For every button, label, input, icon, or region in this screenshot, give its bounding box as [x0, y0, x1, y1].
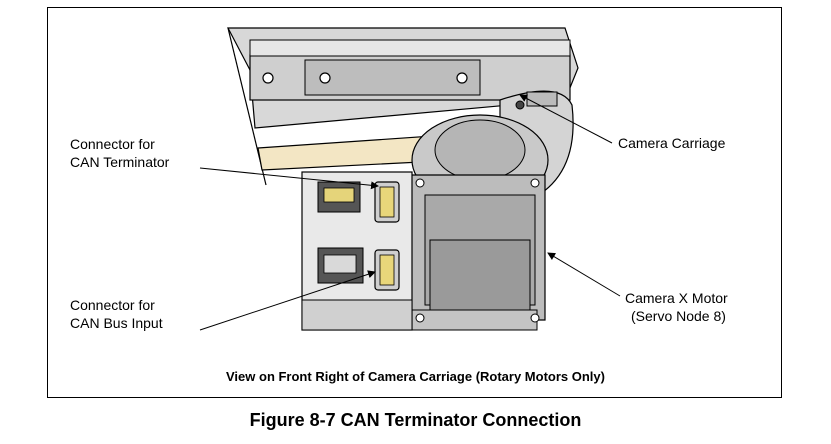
motor-callout-line: [548, 253, 620, 296]
rail-screw-icon: [263, 73, 273, 83]
rail-screw-icon: [457, 73, 467, 83]
motor-label-line1: Camera X Motor: [625, 290, 728, 307]
figure-caption: Figure 8-7 CAN Terminator Connection: [0, 412, 831, 429]
camera-x-motor: [410, 175, 545, 330]
rail-screw-icon: [320, 73, 330, 83]
connector-terminator-label-line2: CAN Terminator: [70, 154, 169, 171]
view-caption: View on Front Right of Camera Carriage (…: [0, 368, 831, 385]
camera-carriage-label: Camera Carriage: [618, 135, 725, 152]
motor-label-line2: (Servo Node 8): [631, 308, 726, 325]
connector-bus-label-line2: CAN Bus Input: [70, 315, 163, 332]
connector-plate: [302, 172, 412, 330]
connector-bus-label-line1: Connector for: [70, 297, 155, 314]
connector-terminator-label-line1: Connector for: [70, 136, 155, 153]
